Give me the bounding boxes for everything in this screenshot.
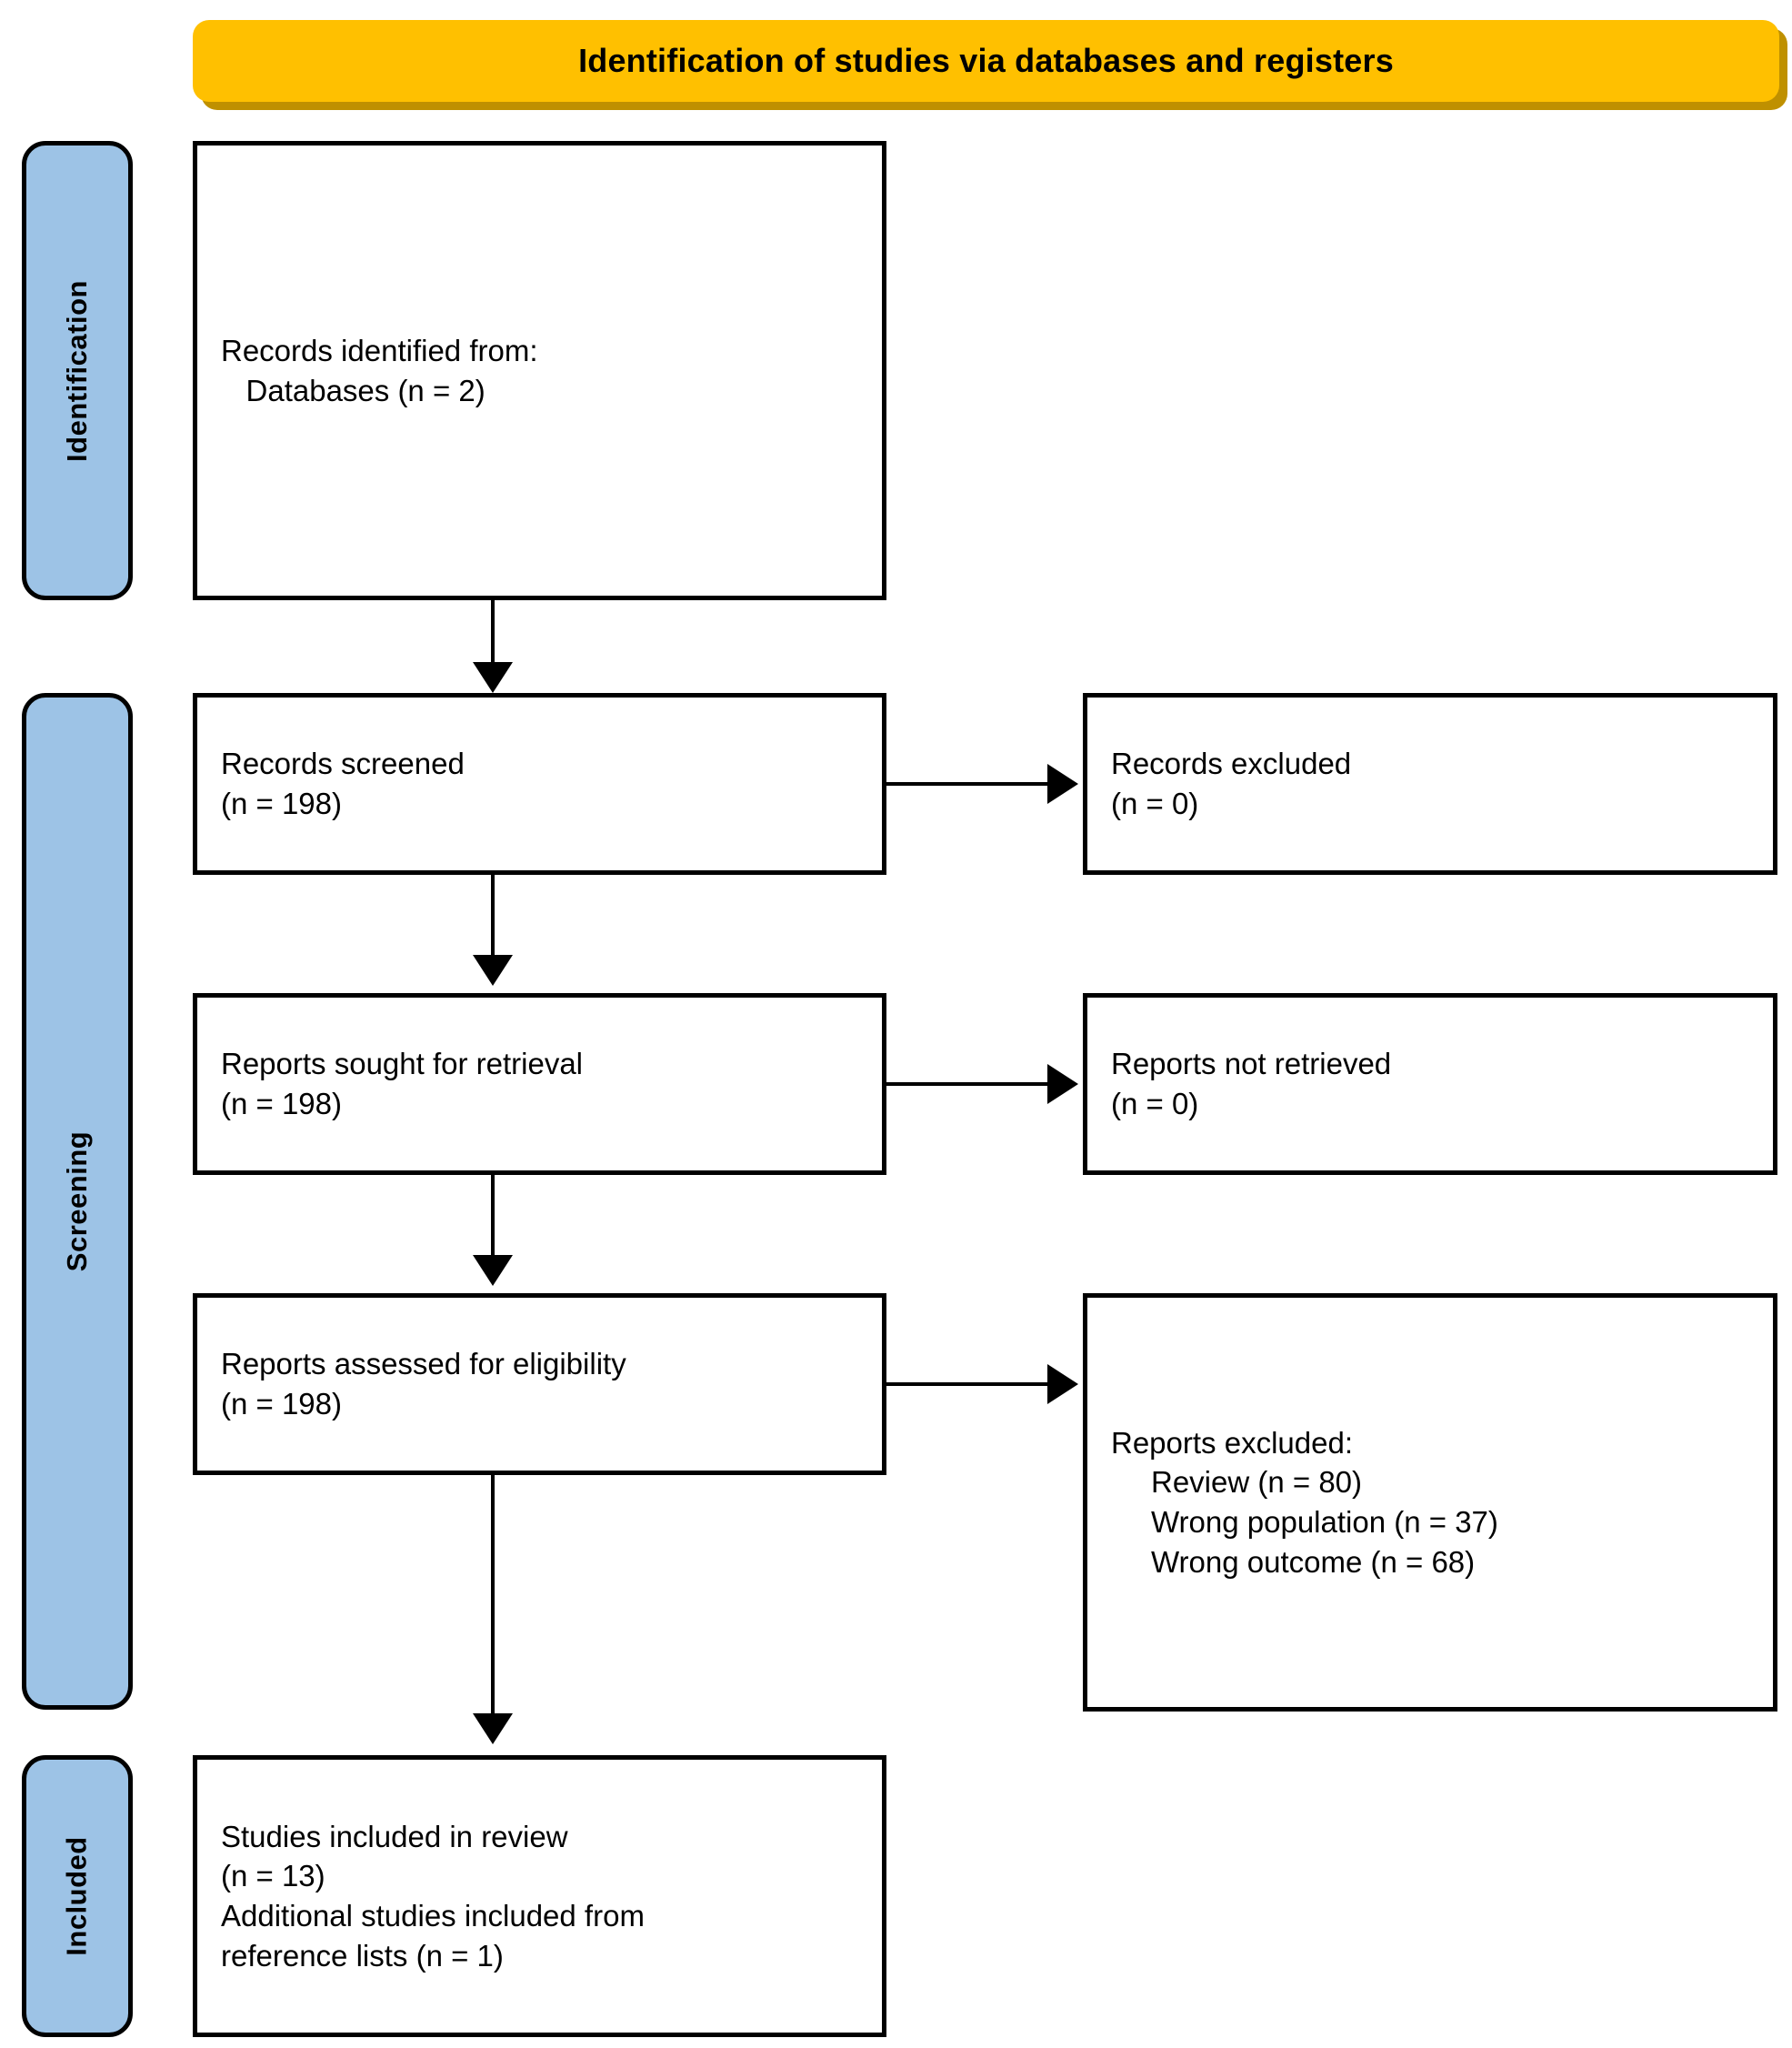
diagram-banner: Identification of studies via databases … bbox=[193, 20, 1779, 102]
arrowhead-assessed-to-included bbox=[473, 1713, 513, 1744]
stage-screening: Screening bbox=[22, 693, 133, 1710]
stage-included-label: Included bbox=[61, 1836, 94, 1956]
studies-included-line-1: Studies included in review bbox=[221, 1819, 568, 1853]
arrowhead-sought-to-assessed bbox=[473, 1255, 513, 1286]
box-records-screened: Records screened (n = 198) bbox=[193, 693, 886, 875]
arrowhead-identified-to-screened bbox=[473, 662, 513, 693]
records-identified-line-2: Databases (n = 2) bbox=[221, 373, 486, 407]
reports-excluded-reason-wrong-outcome: Wrong outcome (n = 68) bbox=[1151, 1544, 1476, 1579]
reports-excluded-heading: Reports excluded: bbox=[1111, 1425, 1353, 1460]
reports-not-retrieved-line-1: Reports not retrieved bbox=[1111, 1047, 1392, 1081]
records-screened-line-1: Records screened bbox=[221, 747, 465, 781]
stage-screening-label: Screening bbox=[61, 1130, 94, 1272]
connector-identified-to-screened bbox=[491, 600, 495, 673]
connector-screened-to-excluded bbox=[886, 782, 1052, 786]
arrowhead-assessed-to-excluded bbox=[1047, 1364, 1078, 1404]
records-excluded-line-2: (n = 0) bbox=[1111, 787, 1199, 820]
records-excluded-line-1: Records excluded bbox=[1111, 747, 1352, 781]
arrowhead-screened-to-sought bbox=[473, 955, 513, 986]
reports-excluded-reason-review: Review (n = 80) bbox=[1151, 1465, 1363, 1500]
box-records-excluded: Records excluded (n = 0) bbox=[1083, 693, 1777, 875]
box-reports-assessed: Reports assessed for eligibility (n = 19… bbox=[193, 1293, 886, 1475]
connector-sought-to-not-retrieved bbox=[886, 1082, 1052, 1086]
reports-excluded-reason-wrong-population: Wrong population (n = 37) bbox=[1151, 1505, 1498, 1539]
box-reports-excluded-detail: Reports excluded: Review (n = 80) Wrong … bbox=[1083, 1293, 1777, 1712]
studies-included-line-2: (n = 13) bbox=[221, 1859, 325, 1893]
studies-included-line-4: reference lists (n = 1) bbox=[221, 1938, 504, 1973]
records-identified-line-1: Records identified from: bbox=[221, 333, 538, 367]
connector-screened-to-sought bbox=[491, 875, 495, 966]
stage-identification: Identification bbox=[22, 141, 133, 600]
box-reports-not-retrieved: Reports not retrieved (n = 0) bbox=[1083, 993, 1777, 1175]
arrowhead-screened-to-excluded bbox=[1047, 764, 1078, 804]
box-studies-included: Studies included in review (n = 13) Addi… bbox=[193, 1755, 886, 2037]
stage-identification-label: Identification bbox=[61, 279, 94, 462]
connector-assessed-to-excluded bbox=[886, 1382, 1052, 1386]
arrowhead-sought-to-not-retrieved bbox=[1047, 1064, 1078, 1104]
connector-assessed-to-included bbox=[491, 1475, 495, 1722]
banner-title: Identification of studies via databases … bbox=[578, 42, 1394, 79]
reports-assessed-line-1: Reports assessed for eligibility bbox=[221, 1347, 626, 1381]
reports-sought-line-1: Reports sought for retrieval bbox=[221, 1047, 584, 1081]
stage-included: Included bbox=[22, 1755, 133, 2037]
reports-sought-line-2: (n = 198) bbox=[221, 1087, 342, 1120]
studies-included-line-3: Additional studies included from bbox=[221, 1899, 645, 1933]
box-records-identified: Records identified from: Databases (n = … bbox=[193, 141, 886, 600]
reports-not-retrieved-line-2: (n = 0) bbox=[1111, 1087, 1199, 1120]
box-reports-sought: Reports sought for retrieval (n = 198) bbox=[193, 993, 886, 1175]
connector-sought-to-assessed bbox=[491, 1175, 495, 1266]
records-screened-line-2: (n = 198) bbox=[221, 787, 342, 820]
reports-assessed-line-2: (n = 198) bbox=[221, 1387, 342, 1421]
